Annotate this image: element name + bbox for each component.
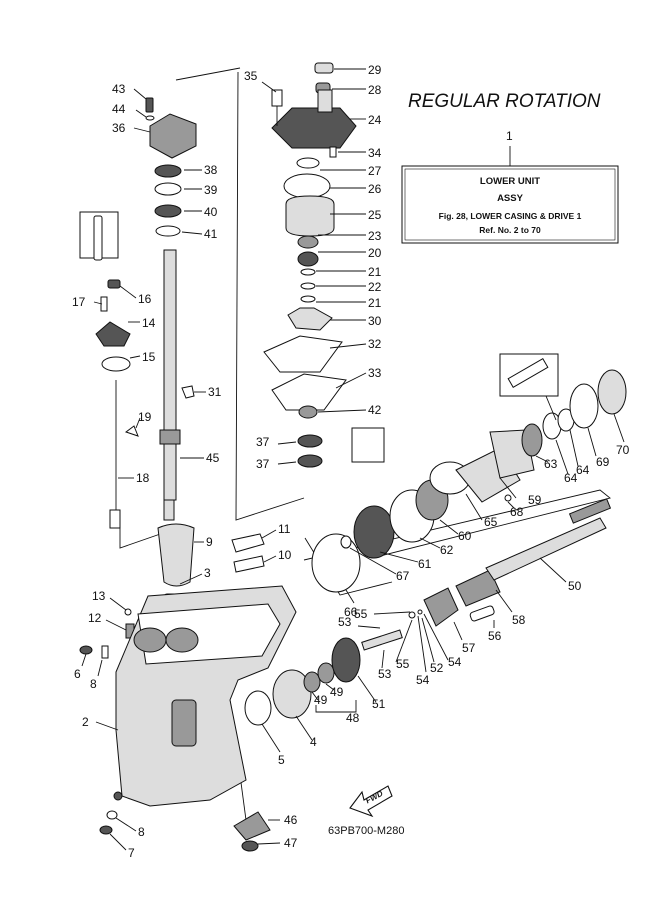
callout-11: 11 [278, 522, 291, 536]
callout-4: 4 [310, 735, 317, 749]
callout-59: 59 [528, 493, 542, 507]
callout-16: 16 [138, 292, 152, 306]
callout-51: 51 [372, 697, 386, 711]
callout-37b: 37 [256, 457, 270, 471]
callout-36: 36 [112, 121, 126, 135]
callout-70: 70 [616, 443, 630, 457]
callout-38: 38 [204, 163, 218, 177]
callout-14: 14 [142, 316, 156, 330]
callout-57: 57 [462, 641, 476, 655]
callout-34: 34 [368, 146, 382, 160]
callout-40: 40 [204, 205, 218, 219]
callout-18: 18 [136, 471, 150, 485]
callout-56: 56 [488, 629, 502, 643]
callout-62: 62 [440, 543, 454, 557]
callout-17: 17 [72, 295, 86, 309]
callout-60: 60 [458, 529, 472, 543]
callout-3: 3 [204, 566, 211, 580]
info-box-ref-number: 1 [506, 129, 513, 143]
callout-10: 10 [278, 548, 292, 562]
callout-64a: 64 [564, 471, 578, 485]
callout-labels: 29 28 24 34 27 26 25 23 20 21 22 21 30 3… [72, 63, 630, 860]
callout-47: 47 [284, 836, 298, 850]
forward-arrow-icon: FWD [349, 785, 393, 818]
callout-21a: 21 [368, 265, 382, 279]
info-box-line2: ASSY [497, 193, 524, 204]
callout-64b: 64 [576, 463, 590, 477]
callout-8a: 8 [90, 677, 97, 691]
callout-8b: 8 [138, 825, 145, 839]
callout-41: 41 [204, 227, 218, 241]
callout-61: 61 [418, 557, 432, 571]
leader-lines [81, 68, 625, 851]
callout-65: 65 [484, 515, 498, 529]
callout-30: 30 [368, 314, 382, 328]
callout-23: 23 [368, 229, 382, 243]
callout-28: 28 [368, 83, 382, 97]
info-box-line4: Ref. No. 2 to 70 [479, 225, 541, 235]
callout-21b: 21 [368, 296, 382, 310]
callout-12: 12 [88, 611, 102, 625]
callout-32: 32 [368, 337, 382, 351]
callout-46: 46 [284, 813, 298, 827]
rotation-heading: REGULAR ROTATION [408, 91, 601, 112]
callout-48: 48 [346, 711, 360, 725]
callout-54b: 54 [448, 655, 462, 669]
callout-55b: 55 [396, 657, 410, 671]
callout-24: 24 [368, 113, 382, 127]
callout-49b: 49 [330, 685, 344, 699]
info-box-line3: Fig. 28, LOWER CASING & DRIVE 1 [439, 211, 582, 221]
callout-54a: 54 [416, 673, 430, 687]
callout-55a: 55 [354, 607, 368, 621]
callout-63: 63 [544, 457, 558, 471]
callout-31: 31 [208, 385, 222, 399]
callout-53a: 53 [338, 615, 352, 629]
callout-53b: 53 [378, 667, 392, 681]
callout-66: 66 [344, 605, 358, 619]
callout-13: 13 [92, 589, 106, 603]
callout-20: 20 [368, 246, 382, 260]
callout-42: 42 [368, 403, 382, 417]
info-box-line1: LOWER UNIT [480, 176, 540, 187]
callout-52: 52 [430, 661, 444, 675]
callout-37a: 37 [256, 435, 270, 449]
callout-27: 27 [368, 164, 382, 178]
callout-6: 6 [74, 667, 81, 681]
callout-29: 29 [368, 63, 382, 77]
callout-25: 25 [368, 208, 382, 222]
callout-44: 44 [112, 102, 126, 116]
callout-9: 9 [206, 535, 213, 549]
info-box: 1 LOWER UNIT ASSY Fig. 28, LOWER CASING … [401, 129, 619, 244]
callout-7: 7 [128, 846, 135, 860]
parts-drawing [79, 62, 627, 852]
callout-69: 69 [596, 455, 610, 469]
callout-50: 50 [568, 579, 582, 593]
callout-15: 15 [142, 350, 156, 364]
callout-67: 67 [396, 569, 410, 583]
callout-39: 39 [204, 183, 218, 197]
callout-2: 2 [82, 715, 89, 729]
callout-5: 5 [278, 753, 285, 767]
figure-code: 63PB700-M280 [328, 825, 404, 837]
callout-43: 43 [112, 82, 126, 96]
callout-45: 45 [206, 451, 220, 465]
callout-35: 35 [244, 69, 258, 83]
callout-19: 19 [138, 410, 152, 424]
callout-49a: 49 [314, 693, 328, 707]
callout-58: 58 [512, 613, 526, 627]
callout-26: 26 [368, 182, 382, 196]
callout-33: 33 [368, 366, 382, 380]
callout-22: 22 [368, 280, 382, 294]
callout-68: 68 [510, 505, 524, 519]
